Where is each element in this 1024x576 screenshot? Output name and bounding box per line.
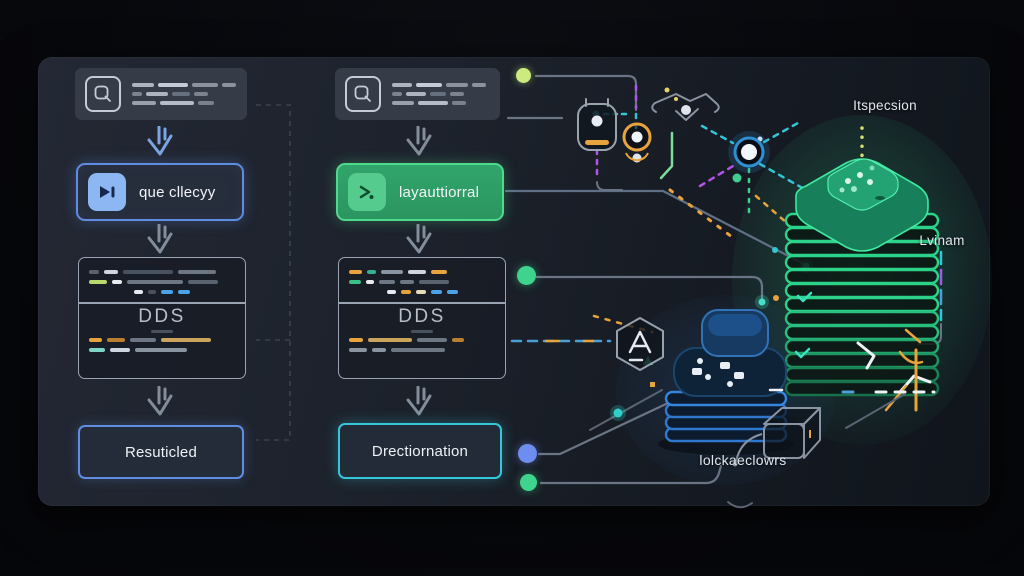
cube-icon (732, 407, 821, 467)
result-label: Drectiornation (371, 442, 469, 460)
arrow-down-icon (147, 386, 173, 416)
label-lvinam: Lvinam (919, 233, 965, 248)
label-lockers: lolckaeclowrs (699, 452, 787, 468)
arrow-down-icon (406, 224, 432, 254)
code-section-label: DDS (138, 305, 186, 327)
arrow-down-icon (147, 126, 173, 156)
drone-icon (651, 93, 720, 121)
step-box-query: que cllecyy (76, 163, 244, 221)
node-icon (728, 131, 770, 173)
skeleton-text (392, 83, 490, 105)
connector-lines (504, 74, 804, 485)
arrow-down-icon (406, 126, 432, 156)
play-icon (88, 173, 126, 211)
code-block-middle: DDS (338, 257, 506, 379)
connector-dot-green-2 (520, 474, 537, 491)
step-label: layauttiorral (399, 183, 480, 201)
search-card-left (75, 68, 247, 120)
glow-dot (758, 298, 766, 306)
blue-tower (658, 309, 794, 455)
code-block-left: DDS (78, 257, 246, 379)
result-box-left: Resuticled (78, 425, 244, 479)
connector-dot-green (517, 266, 536, 285)
search-icon (345, 76, 381, 112)
dashed-column-connector (256, 104, 291, 441)
green-tower (784, 158, 940, 397)
connector-dot-blue (518, 444, 537, 463)
step-box-layout: layauttiorral (336, 163, 504, 221)
code-section-label: DDS (398, 305, 446, 327)
connector-dot-lime (516, 68, 531, 83)
search-card-middle (335, 68, 500, 120)
target-icon (622, 122, 652, 163)
label-inspection: Itspecsion (853, 98, 917, 113)
flask-icon (577, 98, 617, 151)
arrow-down-icon (147, 224, 173, 254)
skeleton-text (132, 83, 237, 105)
search-icon (85, 76, 121, 112)
hexagon-icon (616, 317, 664, 371)
terminal-icon (348, 173, 386, 211)
circuit-scribbles (727, 291, 936, 509)
result-label: Resuticled (124, 443, 198, 461)
step-label: que cllecyy (139, 183, 216, 201)
arrow-down-icon (406, 386, 432, 416)
result-box-middle: Drectiornation (338, 423, 502, 479)
